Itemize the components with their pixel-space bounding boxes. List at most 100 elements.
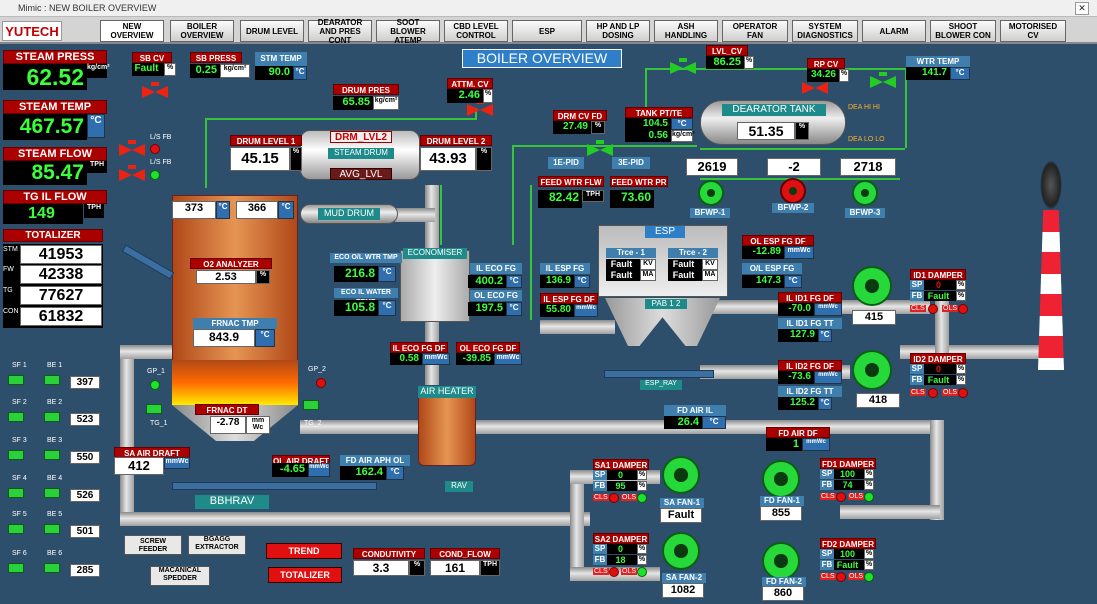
drum-pres-label: DRUM PRES (333, 84, 399, 95)
stm-temp-sb-unit: °C (293, 66, 307, 80)
il-eco-fg-df-value: 0.58 (390, 353, 422, 365)
valve-icon[interactable] (585, 140, 615, 158)
fd1-fan-icon[interactable] (762, 460, 800, 498)
drum-level2-label: DRUM LEVEL 2 (420, 135, 492, 146)
tank-press-unit: kg/cm² (671, 130, 695, 142)
il-id1-fg-tt-label: IL ID1 FG TT (778, 318, 842, 329)
sb-cv-unit: % (164, 63, 176, 76)
bed-extractor-motor-icon[interactable] (44, 488, 60, 498)
il-eco-fg-df-label: IL ECO FG DF (390, 342, 448, 353)
valve-icon[interactable] (117, 140, 147, 158)
close-icon[interactable]: ✕ (1075, 2, 1089, 15)
bed-extractor-motor-icon[interactable] (44, 412, 60, 422)
pid-3e-label[interactable]: 3E-PID (612, 157, 650, 169)
id1-value: 415 (852, 310, 896, 325)
pipe (840, 505, 940, 519)
motor-icon[interactable] (146, 404, 162, 414)
nav-drum-level[interactable]: DRUM LEVEL (240, 20, 304, 42)
il-id1-fg-df-label: IL ID1 FG DF (778, 292, 842, 303)
mechanical-spedder-button[interactable]: MACANICAL SPEDDER (150, 566, 210, 586)
nav-esp[interactable]: ESP (512, 20, 582, 42)
bed-extractor-motor-icon[interactable] (44, 563, 60, 573)
bgagg-extractor-button[interactable]: BGAGG EXTRACTOR (188, 535, 246, 555)
ols-label: OLS (848, 493, 865, 500)
nav-boiler-overview[interactable]: BOILER OVERVIEW (170, 20, 234, 42)
page-title: BOILER OVERVIEW (462, 49, 622, 68)
sa1-fan-icon[interactable] (662, 456, 700, 494)
valve-icon[interactable] (140, 82, 170, 100)
bed-extractor-motor-icon[interactable] (44, 375, 60, 385)
ols-label: OLS (848, 573, 865, 580)
steam-drum-label: STEAM DRUM (328, 148, 394, 159)
bfwp1-label: BFWP-1 (690, 208, 730, 218)
screw-feeder-motor-icon[interactable] (8, 412, 24, 422)
steam-flow-label: STEAM FLOW (3, 147, 107, 161)
avg-lvl-label: AVG_LVL (330, 168, 392, 180)
screw-feeder-motor-icon[interactable] (8, 563, 24, 573)
id2-fb-unit: % (956, 375, 966, 385)
fd1-fb-value: 74 (834, 480, 864, 490)
lvl-cv-value: 86.25 (706, 56, 744, 69)
id-fan-1-icon[interactable] (852, 266, 892, 306)
sf-label: SF 4 (12, 475, 27, 482)
pid-1e-label[interactable]: 1E-PID (548, 157, 584, 169)
status-led (928, 304, 938, 314)
id-fan-2-icon[interactable] (852, 350, 892, 390)
brand-logo: YUTECH (2, 21, 62, 41)
nav-cbd-level[interactable]: CBD LEVEL CONTROL (444, 20, 508, 42)
valve-icon[interactable] (668, 58, 698, 76)
screw-feeder-button[interactable]: SCREW FEEDER (124, 535, 182, 555)
sa2-fan-icon[interactable] (662, 532, 700, 570)
esp-kv-value: Fault (606, 259, 640, 270)
sa2-sp-label: SP (593, 544, 607, 554)
screw-feeder-motor-icon[interactable] (8, 488, 24, 498)
valve-icon[interactable] (117, 165, 147, 183)
valve-icon[interactable] (868, 72, 898, 90)
il-id2-fg-tt-label: IL ID2 FG TT (778, 386, 842, 397)
drum-level1-label: DRUM LEVEL 1 (230, 135, 302, 146)
trend-button[interactable]: TREND (266, 543, 342, 559)
bfwp3-pump-icon[interactable] (852, 180, 878, 206)
pipe (540, 320, 615, 334)
screw-feeder-motor-icon[interactable] (8, 450, 24, 460)
nav-system-diagnostics[interactable]: SYSTEM DIAGNOSTICS (792, 20, 858, 42)
id1-damper-label: ID1 DAMPER (910, 269, 966, 280)
fd-air-il-unit: °C (702, 416, 726, 429)
id1-fb-unit: % (956, 291, 966, 301)
bed-extractor-motor-icon[interactable] (44, 450, 60, 460)
nav-new-overview[interactable]: NEW OVERVIEW (100, 20, 164, 42)
nav-soot-blower[interactable]: SOOT BLOWER ATEMP (376, 18, 440, 45)
nav-dearator[interactable]: DEARATOR AND PRES CONT (308, 18, 372, 45)
motor-icon[interactable] (303, 400, 319, 410)
esp-kv-value: Fault (668, 259, 702, 270)
screw-feeder-motor-icon[interactable] (8, 524, 24, 534)
totalizer-button[interactable]: TOTALIZER (268, 567, 342, 583)
bfwp2-pump-icon[interactable] (780, 178, 806, 204)
dearator-label: DEARATOR TANK (722, 104, 826, 116)
fd-air-il-label: FD AIR IL (664, 405, 726, 416)
tank-press-value: 0.56 (625, 130, 671, 142)
fd2-fan-icon[interactable] (762, 542, 800, 580)
process-line (530, 185, 532, 320)
il-id2-fg-df-value: -73.6 (778, 371, 814, 384)
feed-wtr-flw-unit: TPH (582, 190, 604, 202)
nav-shoot-blower-con[interactable]: SHOOT BLOWER CON (930, 20, 996, 42)
nav-ash-handling[interactable]: ASH HANDLING (654, 20, 718, 42)
nav-operator-fan[interactable]: OPERATOR FAN (722, 20, 788, 42)
fd1-sp-value: 100 (834, 469, 864, 479)
steam-temp-unit: °C (87, 114, 105, 138)
ol-air-draft-value: -4.65 (272, 463, 308, 477)
pipe (120, 512, 590, 526)
tg1-label: TG_1 (150, 420, 168, 427)
process-line (512, 145, 697, 147)
bed-extractor-motor-icon[interactable] (44, 524, 60, 534)
nav-motorised-cv[interactable]: MOTORISED CV (1000, 20, 1066, 42)
nav-alarm[interactable]: ALARM (862, 20, 926, 42)
nav-dosing[interactable]: HP AND LP DOSING (586, 20, 650, 42)
smoke (1040, 160, 1062, 210)
il-esp-fg-df-value: 55.80 (540, 304, 574, 317)
bfwp1-pump-icon[interactable] (698, 180, 724, 206)
screw-feeder-motor-icon[interactable] (8, 375, 24, 385)
status-led (150, 380, 160, 390)
frnac-dt-unit: mm Wc (246, 416, 270, 434)
